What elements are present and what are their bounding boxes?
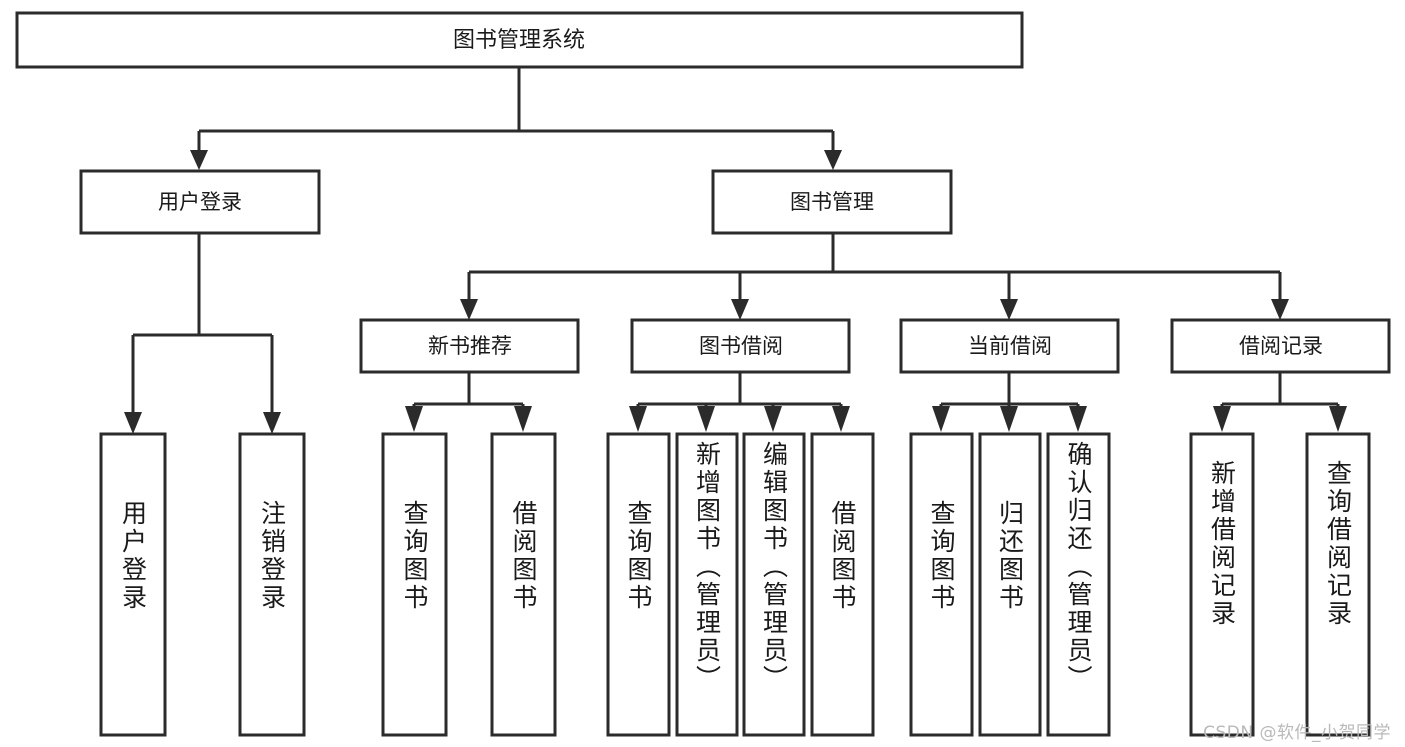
connector-group-book-borrow — [629, 372, 850, 432]
node-label-current-borrow: 当前借阅 — [968, 334, 1052, 358]
node-box-leaf-query-book-1[interactable] — [381, 432, 448, 737]
arrow-head-leaf-query-record — [1329, 406, 1347, 432]
node-box-root-title[interactable] — [15, 11, 1024, 69]
node-box-leaf-user-logout[interactable] — [238, 432, 306, 737]
node-current-borrow[interactable]: 当前借阅 — [899, 318, 1120, 374]
node-root-title[interactable]: 图书管理系统 — [15, 11, 1024, 69]
arrow-head-leaf-user-login — [124, 412, 142, 434]
arrow-head-leaf-confirm-return — [1069, 406, 1087, 432]
arrow-head-leaf-borrow-book-2 — [832, 406, 850, 432]
node-box-leaf-query-book-3[interactable] — [909, 432, 974, 737]
arrow-head-new-book-recommend — [460, 299, 478, 320]
node-box-leaf-borrow-book-2[interactable] — [810, 432, 875, 737]
node-box-leaf-add-book[interactable] — [675, 432, 739, 737]
connector-group-borrow-record — [1213, 372, 1347, 432]
connector-group-root — [190, 67, 842, 170]
arrow-head-leaf-query-book-1 — [405, 406, 423, 432]
arrow-head-leaf-user-logout — [263, 412, 281, 434]
node-box-borrow-record[interactable] — [1170, 318, 1391, 374]
connector-group-book-management — [460, 233, 1289, 320]
node-book-management[interactable]: 图书管理 — [711, 169, 953, 235]
arrow-head-book-management — [824, 150, 842, 170]
node-box-current-borrow[interactable] — [899, 318, 1120, 374]
connector-group-current-borrow — [932, 372, 1087, 432]
node-box-leaf-query-book-2[interactable] — [606, 432, 671, 737]
arrow-head-book-borrow — [731, 299, 749, 320]
node-book-borrow[interactable]: 图书借阅 — [630, 318, 851, 374]
node-label-book-management: 图书管理 — [790, 190, 874, 214]
node-box-leaf-query-record[interactable] — [1305, 432, 1371, 737]
node-box-new-book-recommend[interactable] — [359, 318, 580, 374]
arrow-head-leaf-borrow-book-1 — [514, 406, 532, 432]
node-user-login[interactable]: 用户登录 — [79, 169, 321, 235]
arrow-head-current-borrow — [1000, 299, 1018, 320]
arrow-head-leaf-query-book-3 — [932, 406, 950, 432]
arrow-head-leaf-query-book-2 — [629, 406, 647, 432]
node-label-borrow-record: 借阅记录 — [1239, 334, 1323, 358]
node-new-book-recommend[interactable]: 新书推荐 — [359, 318, 580, 374]
node-box-leaf-return-book[interactable] — [978, 432, 1042, 737]
node-box-user-login[interactable] — [79, 169, 321, 235]
node-label-book-borrow: 图书借阅 — [699, 334, 783, 358]
arrow-head-leaf-add-record — [1213, 406, 1231, 432]
arrow-head-leaf-return-book — [1000, 406, 1018, 432]
node-label-user-login: 用户登录 — [158, 190, 242, 214]
node-box-book-borrow[interactable] — [630, 318, 851, 374]
node-label-root-title: 图书管理系统 — [453, 28, 585, 53]
node-borrow-record[interactable]: 借阅记录 — [1170, 318, 1391, 374]
node-box-leaf-borrow-book-1[interactable] — [490, 432, 557, 737]
arrow-head-leaf-edit-book — [764, 406, 782, 432]
csdn-watermark: CSDN @软件_小贺同学 — [1203, 723, 1391, 743]
connector-group-user-login — [124, 233, 281, 434]
node-box-book-management[interactable] — [711, 169, 953, 235]
arrow-head-user-login — [190, 150, 208, 170]
arrow-head-borrow-record — [1271, 299, 1289, 320]
node-box-leaf-user-login[interactable] — [99, 432, 167, 737]
node-box-leaf-add-record[interactable] — [1189, 432, 1255, 737]
node-box-leaf-confirm-return[interactable] — [1046, 432, 1111, 737]
node-box-leaf-edit-book[interactable] — [742, 432, 806, 737]
connector-group-new-book-recommend — [405, 372, 532, 432]
arrow-head-leaf-add-book — [697, 406, 715, 432]
node-label-new-book-recommend: 新书推荐 — [428, 334, 512, 358]
